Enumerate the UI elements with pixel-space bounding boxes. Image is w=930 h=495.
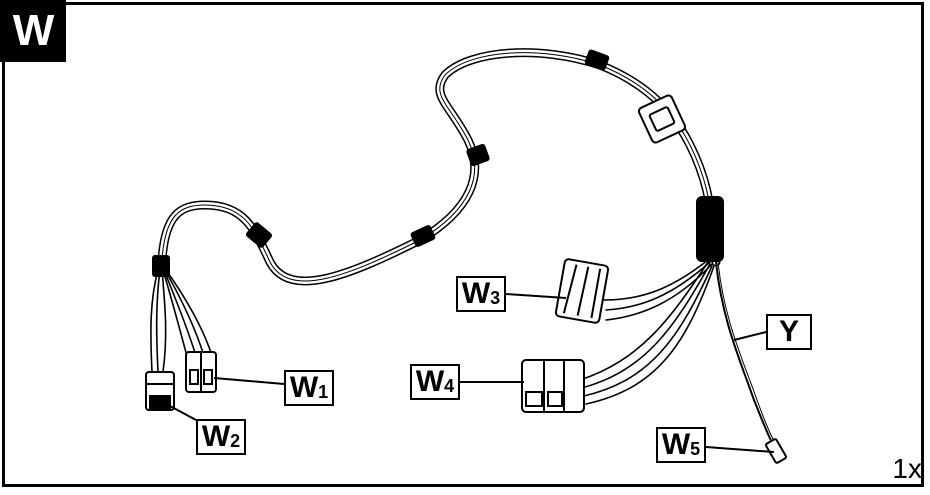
tape-wraps bbox=[152, 49, 724, 277]
y-wire-inner bbox=[717, 261, 781, 451]
w4-connector bbox=[521, 359, 585, 413]
left-wire-fan bbox=[150, 269, 213, 373]
quantity-label: 1x bbox=[892, 453, 922, 484]
diagram-frame bbox=[2, 2, 924, 487]
inline-connector bbox=[637, 94, 687, 144]
w3-connector bbox=[554, 258, 610, 324]
w5-terminal bbox=[765, 438, 787, 464]
w1-connector bbox=[185, 351, 217, 393]
callout-y: Y bbox=[766, 314, 812, 350]
section-badge: W bbox=[0, 0, 66, 62]
y-wire bbox=[715, 261, 779, 453]
right-wire-fan bbox=[579, 259, 715, 405]
leader-lines bbox=[169, 293, 775, 453]
w2-connector bbox=[145, 371, 175, 411]
